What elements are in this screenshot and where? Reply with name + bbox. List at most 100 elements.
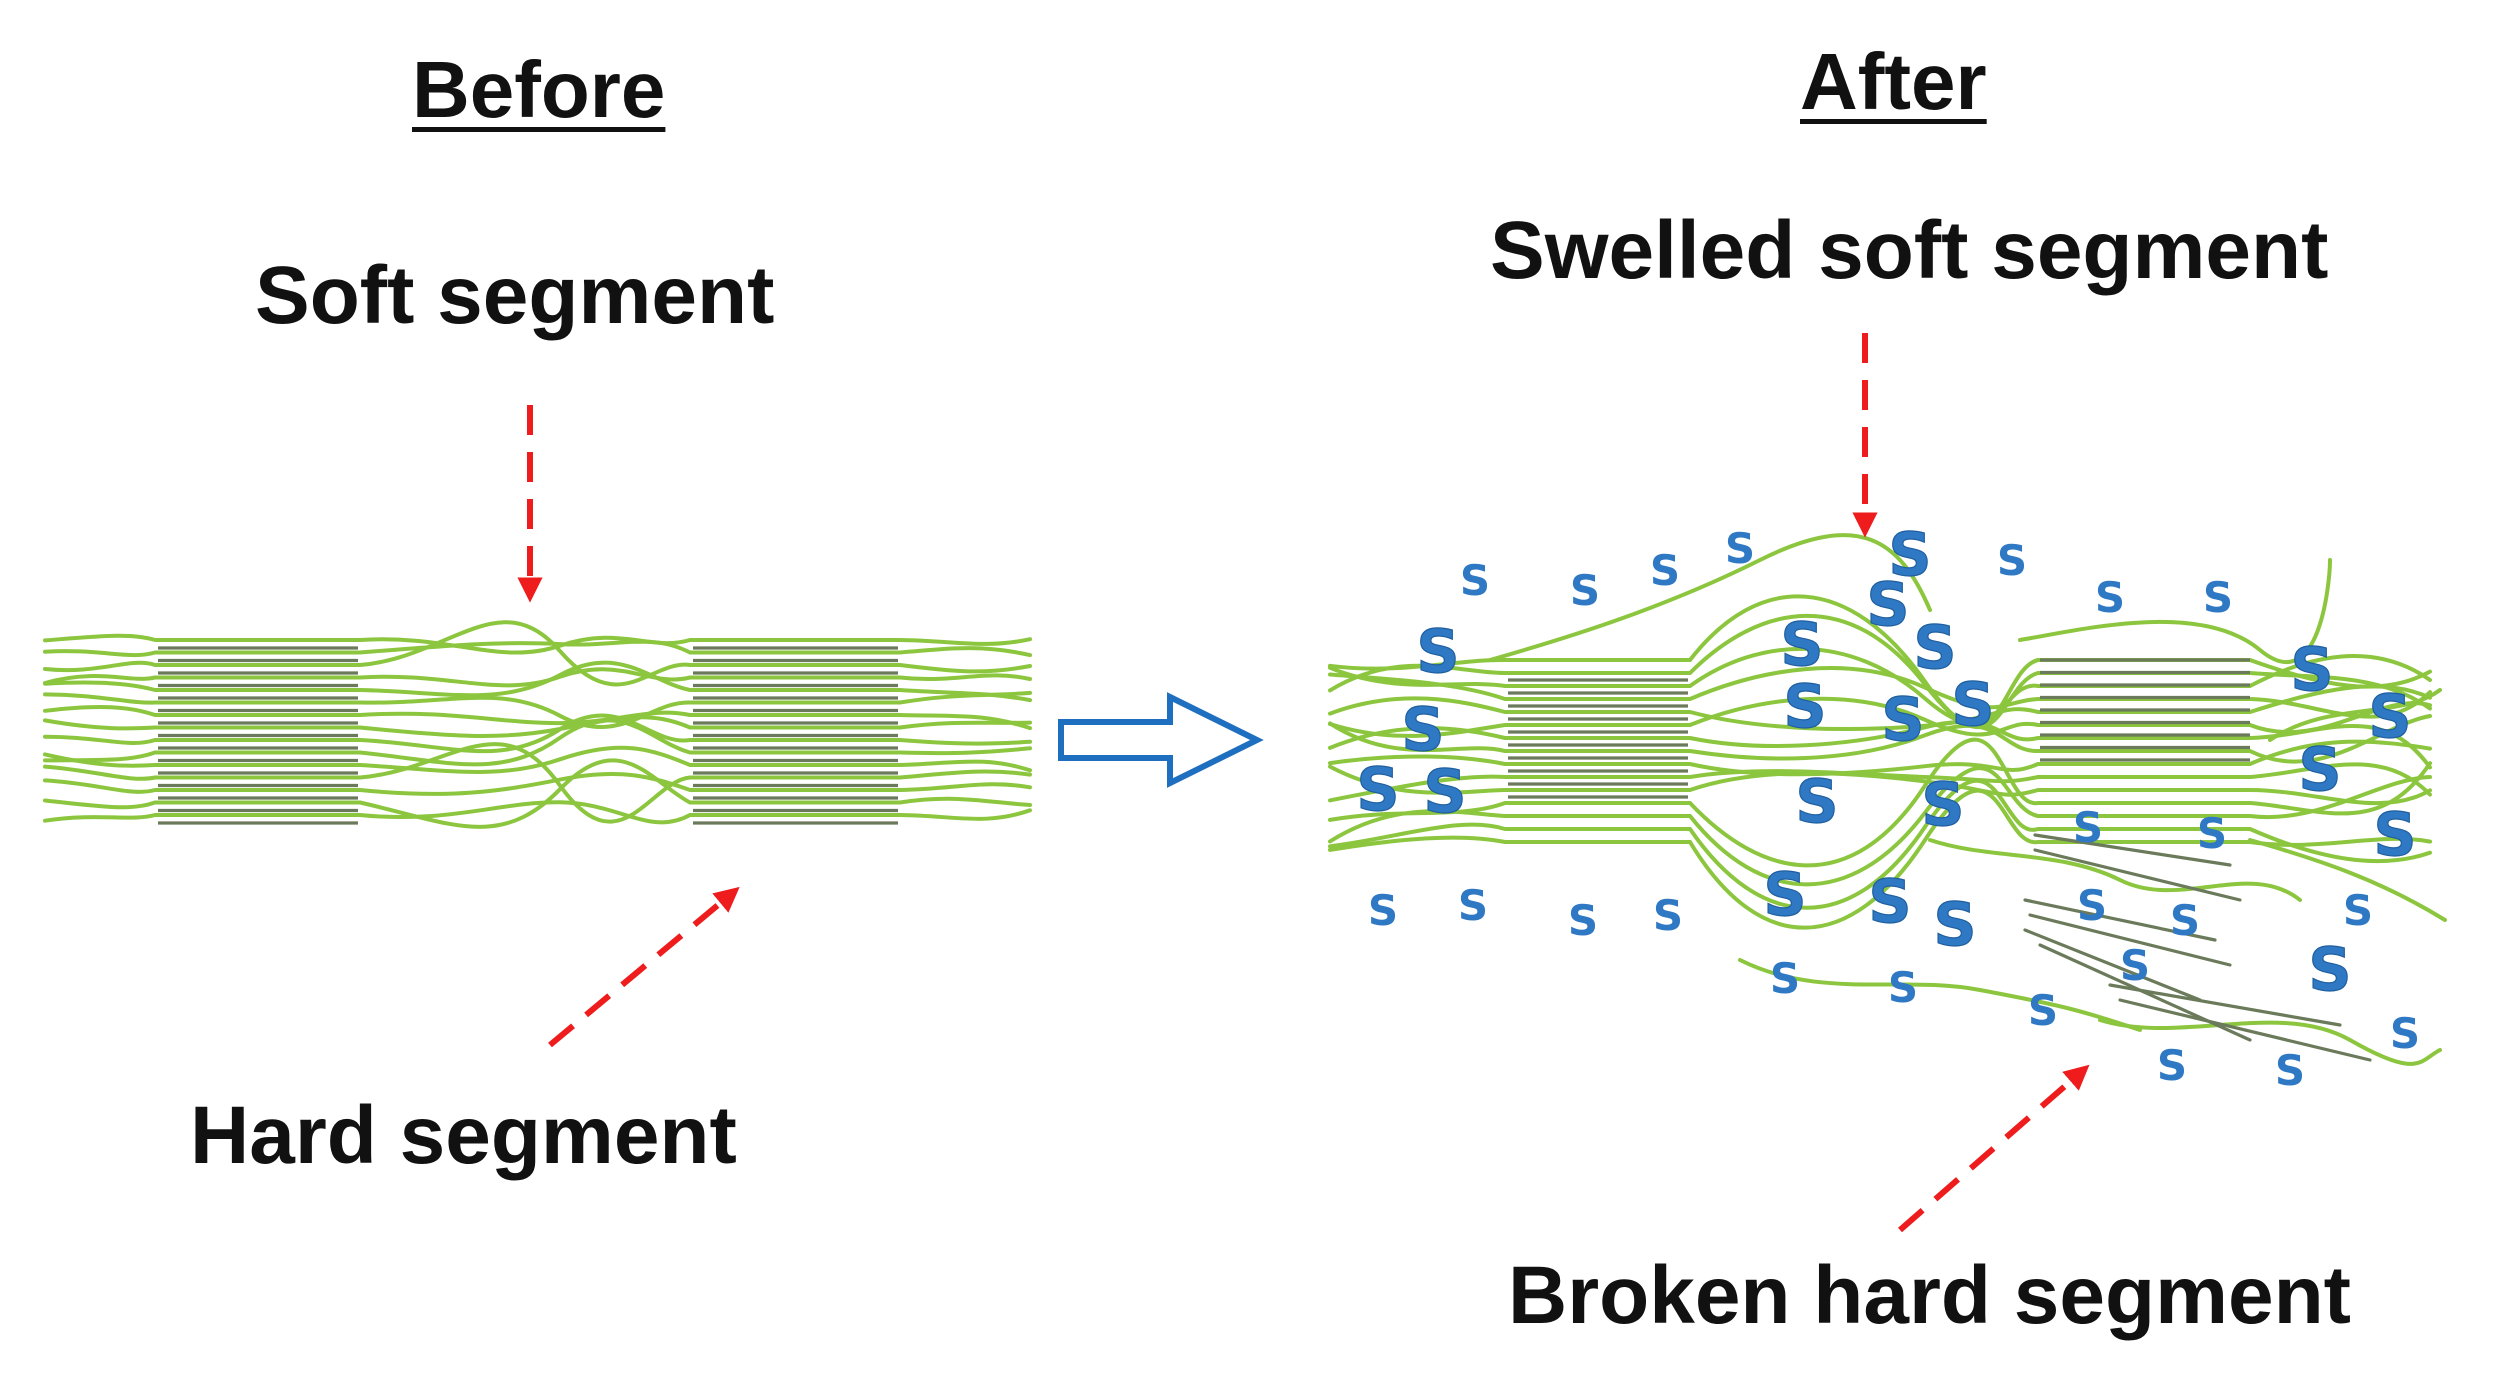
soft-strand: [1328, 719, 2432, 770]
soft-strand: [1328, 684, 2432, 732]
solvent-molecule-small: S: [2390, 1009, 2420, 1058]
solvent-molecule-small: S: [2203, 573, 2233, 622]
hard-segment-label: Hard segment: [190, 1090, 737, 1181]
solvent-molecule-large: S: [1913, 613, 1956, 683]
broken-hard-segment-line: [2118, 998, 2372, 1062]
before-soft-segment-strands: [43, 620, 1032, 829]
broken-hard-segment-line: [2023, 898, 2217, 942]
solvent-molecule-large: S: [1888, 520, 1931, 590]
solvent-molecule-large: S: [1866, 570, 1909, 640]
soft-strand: [1328, 714, 2432, 764]
solvent-molecule-large: S: [1933, 890, 1976, 960]
soft-strand: [43, 713, 1032, 754]
soft-strand: [43, 704, 1032, 731]
solvent-molecule-large: S: [1763, 860, 1806, 930]
solvent-molecule-small: S: [2197, 809, 2227, 858]
solvent-molecule-small: S: [1888, 963, 1918, 1012]
solvent-molecule-small: S: [1568, 896, 1598, 945]
solvent-molecule-large: S: [1401, 695, 1444, 765]
soft-strand: [43, 715, 1032, 738]
solvent-molecule-small: S: [1770, 954, 1800, 1003]
solvent-molecule-small: S: [1650, 546, 1680, 595]
soft-strand: [1328, 613, 2432, 729]
soft-strand: [43, 690, 1032, 729]
soft-strand: [1328, 788, 2432, 930]
broken-hard-segment-pointer-arrow: [1898, 1064, 2090, 1233]
soft-strand: [43, 771, 1032, 796]
solvent-molecule-large: S: [1423, 757, 1466, 827]
solvent-molecule-small: S: [1368, 886, 1398, 935]
solvent-molecule-small: S: [2073, 803, 2103, 852]
soft-strand: [1328, 737, 2432, 868]
soft-strand: [1928, 838, 2302, 902]
before-hard-segment-blocks: [158, 646, 898, 825]
soft-strand: [43, 660, 1032, 703]
solvent-molecule-small: S: [2157, 1041, 2187, 1090]
soft-strand: [1328, 766, 2432, 887]
solvent-molecule-large: S: [2290, 635, 2333, 705]
solvent-molecule-small: S: [1997, 536, 2027, 585]
soft-strand: [43, 718, 1032, 767]
solvent-molecule-small: S: [1570, 566, 1600, 615]
broken-hard-segment-label: Broken hard segment: [1508, 1250, 2351, 1341]
soft-strand: [43, 639, 1032, 658]
solvent-molecule-large: S: [2368, 682, 2411, 752]
after-swelled-soft-segment-strands: [1328, 533, 2447, 1066]
broken-hard-segment-line: [2033, 833, 2232, 867]
soft-strand: [1328, 739, 2432, 777]
soft-strand: [43, 758, 1032, 829]
broken-hard-segment-line: [2028, 913, 2232, 967]
solvent-molecule-small: S: [2275, 1046, 2305, 1095]
soft-strand: [1738, 958, 2142, 1032]
hard-segment-pointer-arrow: [548, 886, 740, 1048]
solvent-molecule-large: S: [1881, 685, 1924, 755]
broken-hard-segment-line: [2033, 848, 2242, 902]
after-hard-segment-blocks: [1508, 658, 2250, 799]
solvent-molecule-small: S: [1653, 891, 1683, 940]
transition-arrow-icon: [1058, 692, 1264, 788]
solvent-molecule-small: S: [1460, 556, 1490, 605]
soft-strand: [1328, 646, 2432, 726]
solvent-molecule-large: S: [1416, 617, 1459, 687]
soft-strand: [2018, 558, 2332, 664]
solvent-molecule-small: S: [2077, 881, 2107, 930]
solvent-molecule-small: S: [1458, 881, 1488, 930]
soft-strand: [2098, 1018, 2442, 1066]
soft-strand: [43, 742, 1032, 824]
solvent-molecule-small: S: [2170, 896, 2200, 945]
soft-strand: [1328, 764, 2432, 806]
soft-strand: [1488, 533, 1932, 662]
soft-strand: [2268, 688, 2442, 742]
swelled-soft-segment-label: Swelled soft segment: [1490, 205, 2329, 296]
soft-strand: [43, 800, 1032, 825]
solvent-molecule-large: S: [1795, 767, 1838, 837]
soft-segment-label: Soft segment: [255, 250, 775, 341]
after-heading: After: [1800, 37, 1987, 126]
after-broken-hard-segment-lines: [2023, 833, 2372, 1062]
solvent-molecule-large: S: [1780, 610, 1823, 680]
solvent-molecule-small: S: [2343, 886, 2373, 935]
solvent-molecule-small: S: [2028, 986, 2058, 1035]
soft-strand: [43, 620, 1032, 687]
solvent-molecule-small: S: [2095, 573, 2125, 622]
solvent-molecule-large: S: [1868, 867, 1911, 937]
solvent-molecule-large: S: [1356, 755, 1399, 825]
solvent-molecule-large: S: [2373, 800, 2416, 870]
solvent-molecule-large: S: [1921, 770, 1964, 840]
solvent-molecule-small: S: [2120, 941, 2150, 990]
solvent-molecule-large: S: [1783, 672, 1826, 742]
solvent-molecule-large: S: [2308, 935, 2351, 1005]
solvent-molecule-large: S: [1951, 670, 1994, 740]
solvent-molecule-large: S: [2298, 735, 2341, 805]
soft-strand: [43, 745, 1032, 774]
before-heading: Before: [412, 45, 666, 134]
soft-strand: [1328, 762, 2432, 803]
soft-strand: [1328, 666, 2432, 719]
solvent-molecule-small: S: [1725, 524, 1755, 573]
broken-hard-segment-line: [2023, 928, 2202, 1002]
soft-strand: [2248, 838, 2447, 922]
broken-hard-segment-line: [2108, 983, 2342, 1027]
